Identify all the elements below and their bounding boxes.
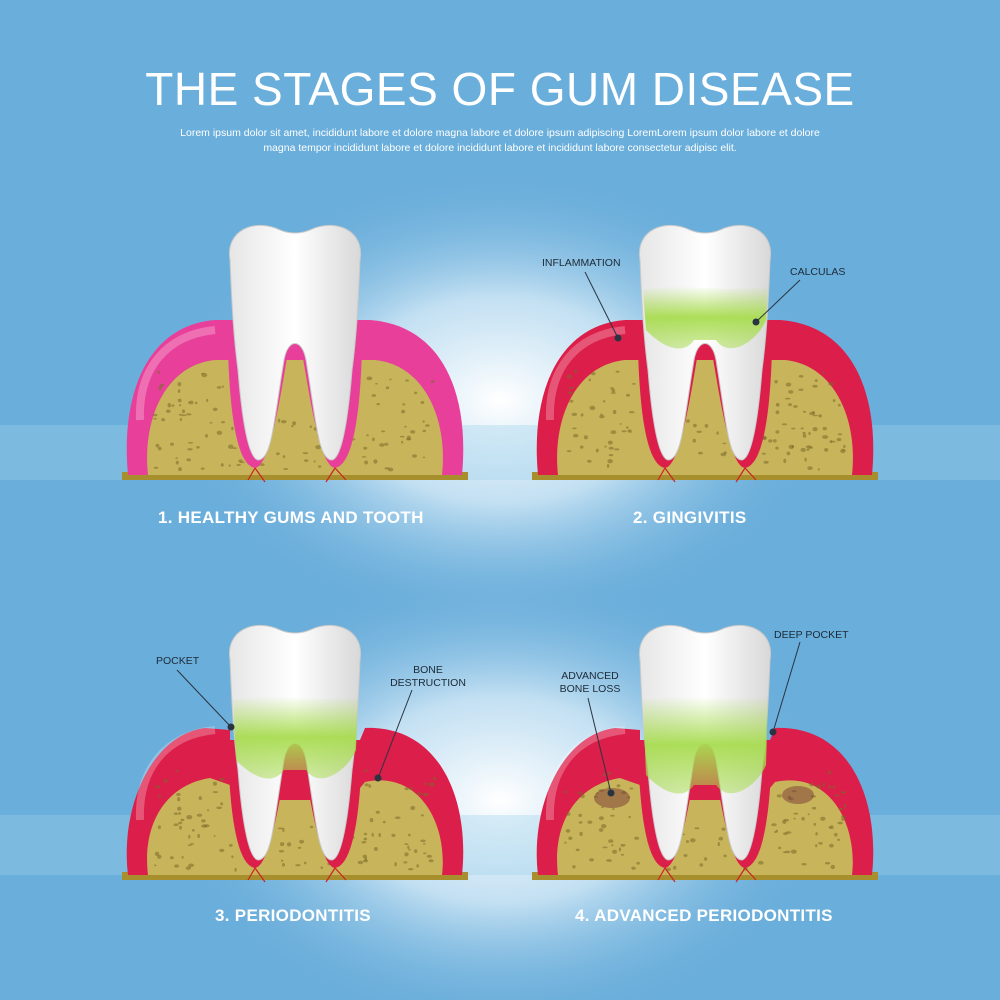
callout-calculas: CALCULAS [790, 266, 846, 278]
plaque-calculus [643, 286, 768, 349]
base-edge [532, 872, 878, 880]
stage-panel-advanced-periodontitis [530, 620, 930, 900]
tooth [229, 225, 361, 461]
callout-pocket: POCKET [156, 655, 200, 667]
base-edge [122, 872, 468, 880]
alveolar-bone [557, 360, 853, 475]
stage-label-gingivitis: 2. GINGIVITIS [633, 508, 747, 527]
healthy-tooth-diagram [122, 225, 468, 483]
callout-inflammation: INFLAMMATION [542, 257, 621, 269]
page-subtitle: Lorem ipsum dolor sit amet, incididunt l… [180, 127, 820, 154]
blood-vessels [657, 467, 757, 483]
plaque-calculus [233, 696, 358, 779]
gingivitis-tooth-diagram [532, 225, 878, 483]
base-edge [122, 472, 468, 480]
blood-vessels [657, 867, 757, 883]
alveolar-bone [557, 778, 853, 875]
stage-panel-healthy [120, 220, 520, 500]
alveolar-bone [147, 360, 443, 475]
stage-label-healthy: 1. HEALTHY GUMS AND TOOTH [158, 508, 424, 527]
stage-panel-gingivitis [530, 220, 930, 500]
callout-bone-destruction: BONE DESTRUCTION [390, 664, 466, 689]
page-title: THE STAGES OF GUM DISEASE [145, 63, 855, 115]
stage-label-periodontitis: 3. PERIODONTITIS [215, 906, 371, 925]
advanced-periodontitis-tooth-diagram [532, 625, 878, 883]
base-edge [532, 472, 878, 480]
blood-vessels [247, 467, 347, 483]
callout-deep-pocket: DEEP POCKET [774, 629, 849, 641]
tooth [639, 225, 771, 461]
blood-vessels [247, 867, 347, 883]
stage-label-advanced-periodontitis: 4. ADVANCED PERIODONTITIS [575, 906, 833, 925]
callout-advanced-bone-loss: ADVANCED BONE LOSS [559, 670, 621, 695]
bone-loss-area [594, 788, 630, 808]
plaque-calculus [643, 696, 768, 794]
